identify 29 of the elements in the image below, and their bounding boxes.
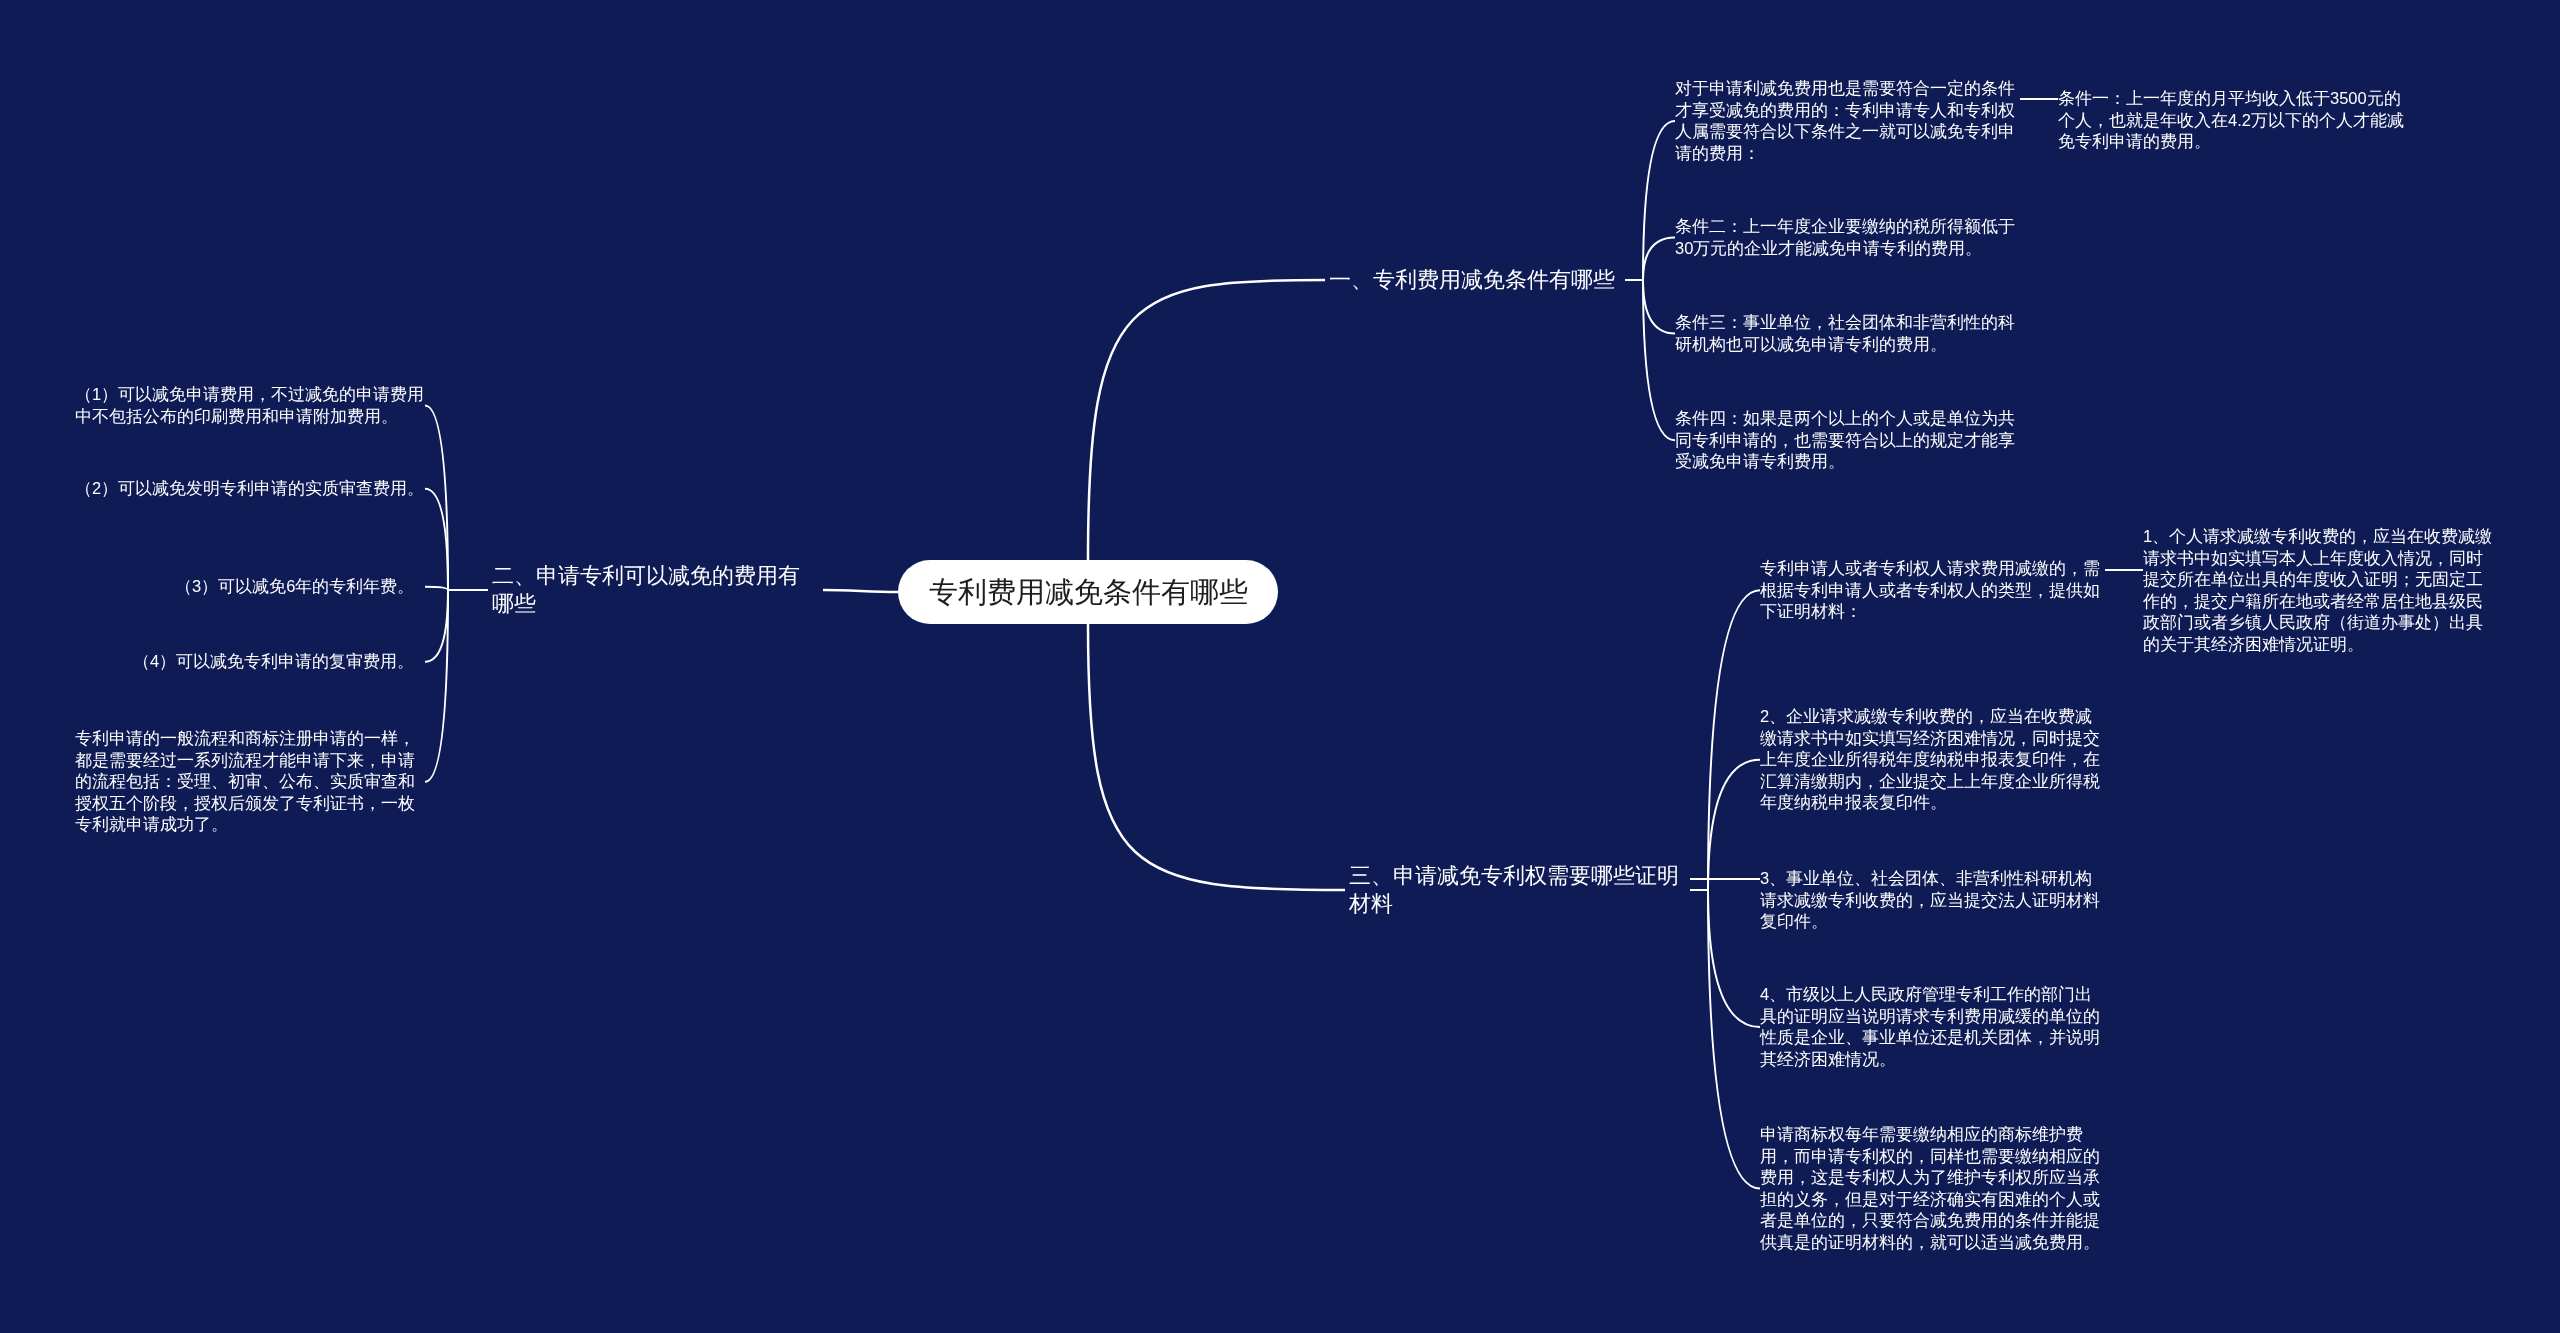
- note-text: 专利申请人或者专利权人请求费用减缴的，需根据专利申请人或者专利权人的类型，提供如下证明材料：: [1760, 558, 2105, 623]
- note-text: 条件四：如果是两个以上的个人或是单位为共同专利申请的，也需要符合以上的规定才能享受减免申请专利费用。: [1675, 408, 2020, 473]
- connector-line: [2019, 98, 2059, 100]
- note-text: 条件三：事业单位，社会团体和非营利性的科研机构也可以减免申请专利的费用。: [1675, 312, 2020, 355]
- connector-line: [1086, 623, 1345, 892]
- note-text: 申请商标权每年需要缴纳相应的商标维护费用，而申请专利权的，同样也需要缴纳相应的费用，这是专利权人为了维护专利权所应当承担的义务，但是对于经济确实有困难的个人或者是单位的，只要符合减免费用的条件并能提供真是的证明材料的，就可以适当减免费用。: [1760, 1124, 2105, 1253]
- branch-topic: 三、申请减免专利权需要哪些证明材料: [1345, 862, 1690, 918]
- note-text: 条件二：上一年度企业要缴纳的税所得额低于30万元的企业才能减免申请专利的费用。: [1675, 216, 2020, 259]
- note-text: （3）可以减免6年的专利年费。: [175, 576, 425, 598]
- note-text: 4、市级以上人民政府管理专利工作的部门出具的证明应当说明请求专利费用减缓的单位的性质是企业、事业单位还是机关团体，并说明其经济困难情况。: [1760, 984, 2105, 1070]
- connector-line: [823, 588, 898, 594]
- branch-topic: 二、申请专利可以减免的费用有哪些: [488, 562, 823, 618]
- branch-topic: 一、专利费用减免条件有哪些: [1325, 266, 1625, 294]
- note-text: 专利申请的一般流程和商标注册申请的一样，都是需要经过一系列流程才能申请下来，申请的流程包括：受理、初审、公布、实质审查和授权五个阶段，授权后颁发了专利证书，一枚专利就申请成功了。: [75, 728, 425, 836]
- note-text: 条件一：上一年度的月平均收入低于3500元的个人，也就是年收入在4.2万以下的个人才能减免专利申请的费用。: [2058, 88, 2408, 153]
- note-text: （1）可以减免申请费用，不过减免的申请费用中不包括公布的印刷费用和申请附加费用。: [75, 384, 425, 427]
- note-text: （4）可以减免专利申请的复审费用。: [133, 651, 425, 673]
- connector-line: [1689, 878, 1761, 880]
- note-text: 1、个人请求减缴专利收费的，应当在收费减缴请求书中如实填写本人上年度收入情况，同时提交所在单位出具的年度收入证明；无固定工作的，提交户籍所在地或者经常居住地县级民政部门或者乡镇人民政府（街道办事处）出具的关于其经济困难情况证明。: [2143, 526, 2493, 655]
- connector-line: [1624, 279, 1676, 442]
- note-text: 对于申请利减免费用也是需要符合一定的条件才享受减免的费用的：专利申请专人和专利权人属需要符合以下条件之一就可以减免专利申请的费用：: [1675, 78, 2020, 164]
- note-text: 3、事业单位、社会团体、非营利性科研机构请求减缴专利收费的，应当提交法人证明材料复印件。: [1760, 868, 2105, 933]
- connector-line: [424, 589, 489, 783]
- note-text: 2、企业请求减缴专利收费的，应当在收费减缴请求书中如实填写经济困难情况，同时提交上年度企业所得税年度纳税申报表复印件，在汇算清缴期内，企业提交上上年度企业所得税年度纳税申报表复印件。: [1760, 706, 2105, 814]
- central-topic-box: 专利费用减免条件有哪些: [898, 560, 1278, 624]
- connector-line: [2104, 569, 2144, 571]
- connector-line: [1086, 278, 1325, 560]
- connector-line: [1689, 889, 1761, 1190]
- note-text: （2）可以减免发明专利申请的实质审查费用。: [75, 478, 425, 500]
